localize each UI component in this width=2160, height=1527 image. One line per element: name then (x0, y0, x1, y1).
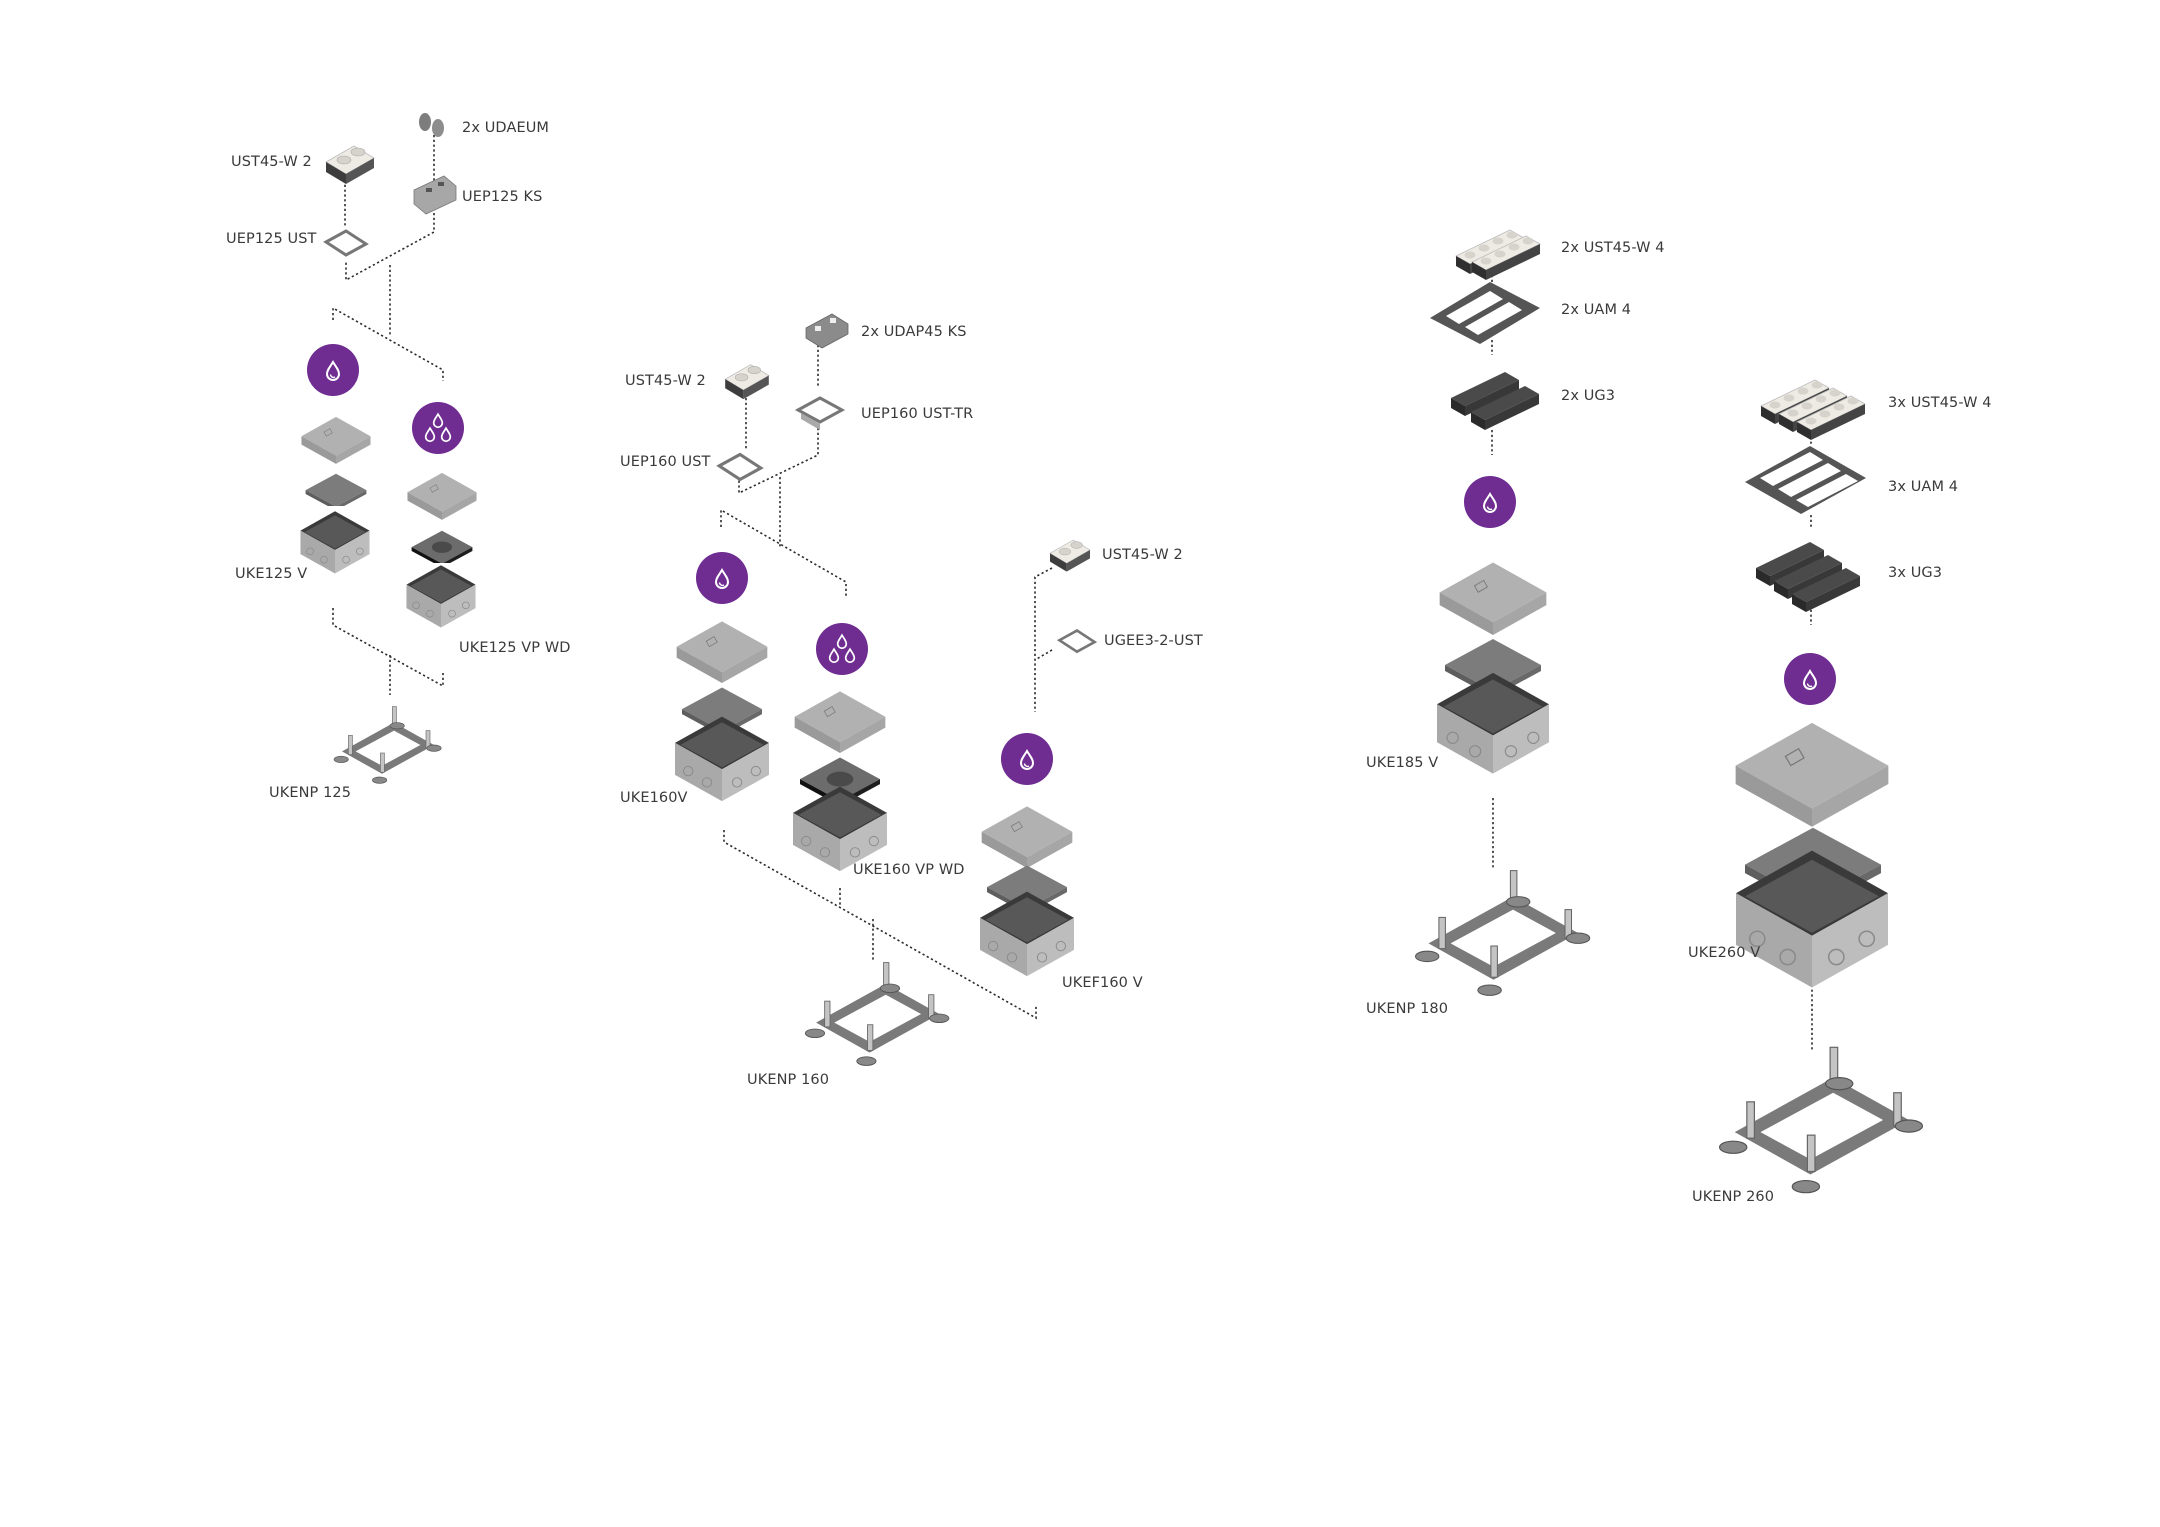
uke125-vp-wd-box-part[interactable] (406, 472, 477, 628)
label-ust45-w2: UST45-W 2 (231, 154, 312, 170)
ust45-w2-socket-part[interactable] (1049, 539, 1091, 573)
uke185v-box-part[interactable] (1436, 561, 1550, 775)
label-ukenp-125: UKENP 125 (269, 785, 352, 801)
label-uep125-ks: UEP125 KS (462, 189, 543, 205)
ust45-w2-socket-part[interactable] (724, 364, 770, 400)
group-uke125 (300, 113, 477, 784)
label-ukenp-160: UKENP 160 (747, 1072, 830, 1088)
uep125-ks-part[interactable] (413, 175, 457, 215)
label-uke160-vp-wd: UKE160 VP WD (853, 862, 965, 878)
label-uep160-ust: UEP160 UST (620, 454, 711, 470)
water-protection-triple-drop-icon (412, 402, 464, 454)
ukef160v-box-part[interactable] (979, 805, 1075, 977)
ukenp160-plate-part[interactable] (804, 962, 950, 1066)
label-ugee3-2-ust: UGEE3-2-UST (1104, 633, 1203, 649)
group-uke160 (674, 313, 1097, 1066)
udaeum-part[interactable] (419, 113, 444, 137)
label-uke125-v: UKE125 V (235, 566, 308, 582)
label-2x-udaeum: 2x UDAEUM (462, 120, 550, 136)
label-2x-ug3: 2x UG3 (1561, 388, 1616, 404)
uke160v-box-part[interactable] (674, 620, 770, 802)
label-3x-uam4: 3x UAM 4 (1888, 479, 1959, 495)
label-uke260-v: UKE260 V (1688, 945, 1761, 961)
water-protection-single-drop-icon (1784, 653, 1836, 705)
label-ust45-w2: UST45-W 2 (625, 373, 706, 389)
group-uke185 (1414, 229, 1591, 996)
label-ust45-w2: UST45-W 2 (1102, 547, 1183, 563)
uke125v-box-part[interactable] (300, 416, 371, 574)
label-2x-udap45-ks: 2x UDAP45 KS (861, 324, 967, 340)
label-ukenp-180: UKENP 180 (1366, 1001, 1449, 1017)
label-uep160-ust-tr: UEP160 UST-TR (861, 406, 974, 422)
label-3x-ug3: 3x UG3 (1888, 565, 1943, 581)
ugee3-2-ust-frame-part[interactable] (1057, 628, 1097, 654)
uep160-ust-frame-part[interactable] (717, 452, 763, 482)
label-uke160v: UKE160V (620, 790, 688, 806)
ug3-cable-tray-part[interactable] (1756, 542, 1860, 612)
uam4-mounting-frame-part[interactable] (1430, 282, 1540, 344)
label-uep125-ust: UEP125 UST (226, 231, 317, 247)
uep125-ust-frame-part[interactable] (324, 229, 368, 257)
ukenp125-plate-part[interactable] (333, 706, 442, 784)
label-2x-ust45-w4: 2x UST45-W 4 (1561, 240, 1665, 256)
label-uke185-v: UKE185 V (1366, 755, 1439, 771)
group-uke260 (1718, 379, 1924, 1194)
uep160-ust-tr-part[interactable] (794, 396, 846, 430)
ust45-w2-socket-part[interactable] (325, 145, 375, 185)
label-ukef160-v: UKEF160 V (1062, 975, 1143, 991)
uam4-mounting-frame-part[interactable] (1745, 446, 1866, 514)
label-3x-ust45-w4: 3x UST45-W 4 (1888, 395, 1992, 411)
water-protection-single-drop-icon (1464, 476, 1516, 528)
connector-lines (332, 135, 1813, 1050)
ug3-cable-tray-part[interactable] (1451, 372, 1539, 430)
water-protection-single-drop-icon (696, 552, 748, 604)
water-protection-triple-drop-icon (816, 623, 868, 675)
label-2x-uam4: 2x UAM 4 (1561, 302, 1632, 318)
label-ukenp-260: UKENP 260 (1692, 1189, 1775, 1205)
label-uke125-vp-wd: UKE125 VP WD (459, 640, 571, 656)
ukenp260-plate-part[interactable] (1718, 1046, 1924, 1194)
udap45-ks-part[interactable] (805, 313, 849, 349)
uke160-vp-wd-box-part[interactable] (792, 690, 888, 872)
water-protection-single-drop-icon (307, 344, 359, 396)
ukenp180-plate-part[interactable] (1414, 870, 1591, 996)
water-protection-single-drop-icon (1001, 733, 1053, 785)
